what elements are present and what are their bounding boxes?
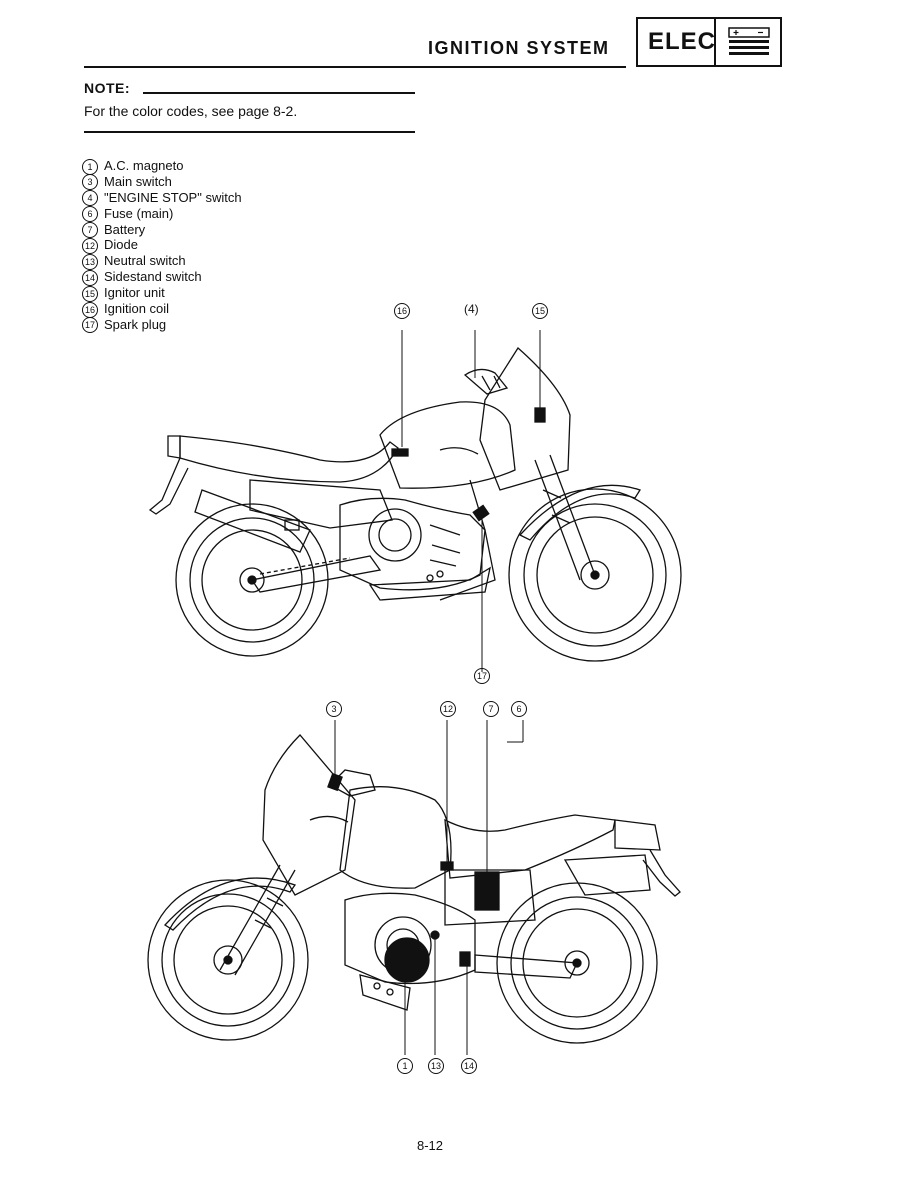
note-rule-bottom	[84, 131, 415, 133]
legend-label: Sidestand switch	[104, 269, 202, 285]
legend-label: Diode	[104, 237, 138, 253]
legend-label: Battery	[104, 221, 146, 237]
legend-item: 13 Neutral switch	[82, 253, 242, 270]
legend-label: Ignition coil	[104, 301, 170, 317]
front-tire	[508, 488, 682, 662]
legend-item: 3 Main switch	[82, 173, 242, 191]
legend-number: 7	[82, 222, 98, 239]
legend-label: A.C. magneto	[104, 158, 184, 173]
callout-14: 14	[461, 1058, 477, 1074]
motorcycle-right-side-illustration	[148, 330, 682, 672]
callout-3: 3	[326, 701, 342, 717]
callout-15: 15	[532, 303, 548, 319]
badge-divider	[714, 19, 716, 65]
legend-item: 14 Sidestand switch	[82, 269, 242, 286]
component-legend: 1 A.C. magneto 3 Main switch 4 "ENGINE STOP…	[82, 158, 242, 334]
legend-item: 4 "ENGINE STOP" switch	[82, 189, 242, 207]
battery-icon	[728, 27, 770, 55]
legend-number: 16	[82, 301, 98, 318]
callout-12: 12	[440, 701, 456, 717]
page-title: IGNITION SYSTEM	[428, 38, 610, 58]
callout-6: 6	[511, 701, 527, 717]
section-badge: ELEC	[636, 17, 782, 67]
page-number: 8-12	[417, 1138, 444, 1153]
legend-number: 12	[82, 238, 98, 255]
callout-4: (4)	[464, 302, 479, 316]
legend-item: 6 Fuse (main)	[82, 205, 242, 223]
callout-16: 16	[394, 303, 410, 319]
legend-number: 17	[82, 317, 98, 334]
section-badge-label: ELEC	[648, 28, 717, 55]
legend-number: 6	[82, 206, 98, 223]
note-rule	[143, 92, 415, 94]
callout-7: 7	[483, 701, 499, 717]
legend-item: 7 Battery	[82, 221, 242, 239]
legend-item: 16 Ignition coil	[82, 301, 242, 318]
note-text: For the color codes, see page 8-2.	[84, 103, 298, 119]
legend-label: Ignitor unit	[104, 285, 165, 301]
legend-label: Spark plug	[104, 316, 167, 332]
header-rule	[84, 66, 626, 68]
legend-item: 17 Spark plug	[82, 316, 242, 334]
rear-tire	[496, 882, 658, 1044]
callout-13: 13	[428, 1058, 444, 1074]
callout-1: 1	[397, 1058, 413, 1074]
legend-number: 3	[82, 174, 98, 191]
legend-number: 13	[82, 253, 98, 270]
motorcycle-left-side-illustration	[147, 720, 681, 1055]
legend-item: 15 Ignitor unit	[82, 285, 242, 302]
front-tire	[147, 879, 309, 1041]
legend-label: Fuse (main)	[104, 205, 174, 221]
legend-number: 4	[82, 190, 98, 207]
legend-item: 1 A.C. magneto	[82, 158, 242, 175]
legend-item: 12 Diode	[82, 237, 242, 255]
legend-number: 1	[82, 158, 98, 175]
note-label: NOTE:	[84, 80, 131, 96]
legend-number: 14	[82, 269, 98, 286]
callout-17: 17	[474, 668, 490, 684]
legend-number: 15	[82, 285, 98, 302]
legend-label: "ENGINE STOP" switch	[104, 189, 242, 205]
legend-label: Neutral switch	[104, 253, 186, 269]
legend-label: Main switch	[104, 173, 172, 189]
